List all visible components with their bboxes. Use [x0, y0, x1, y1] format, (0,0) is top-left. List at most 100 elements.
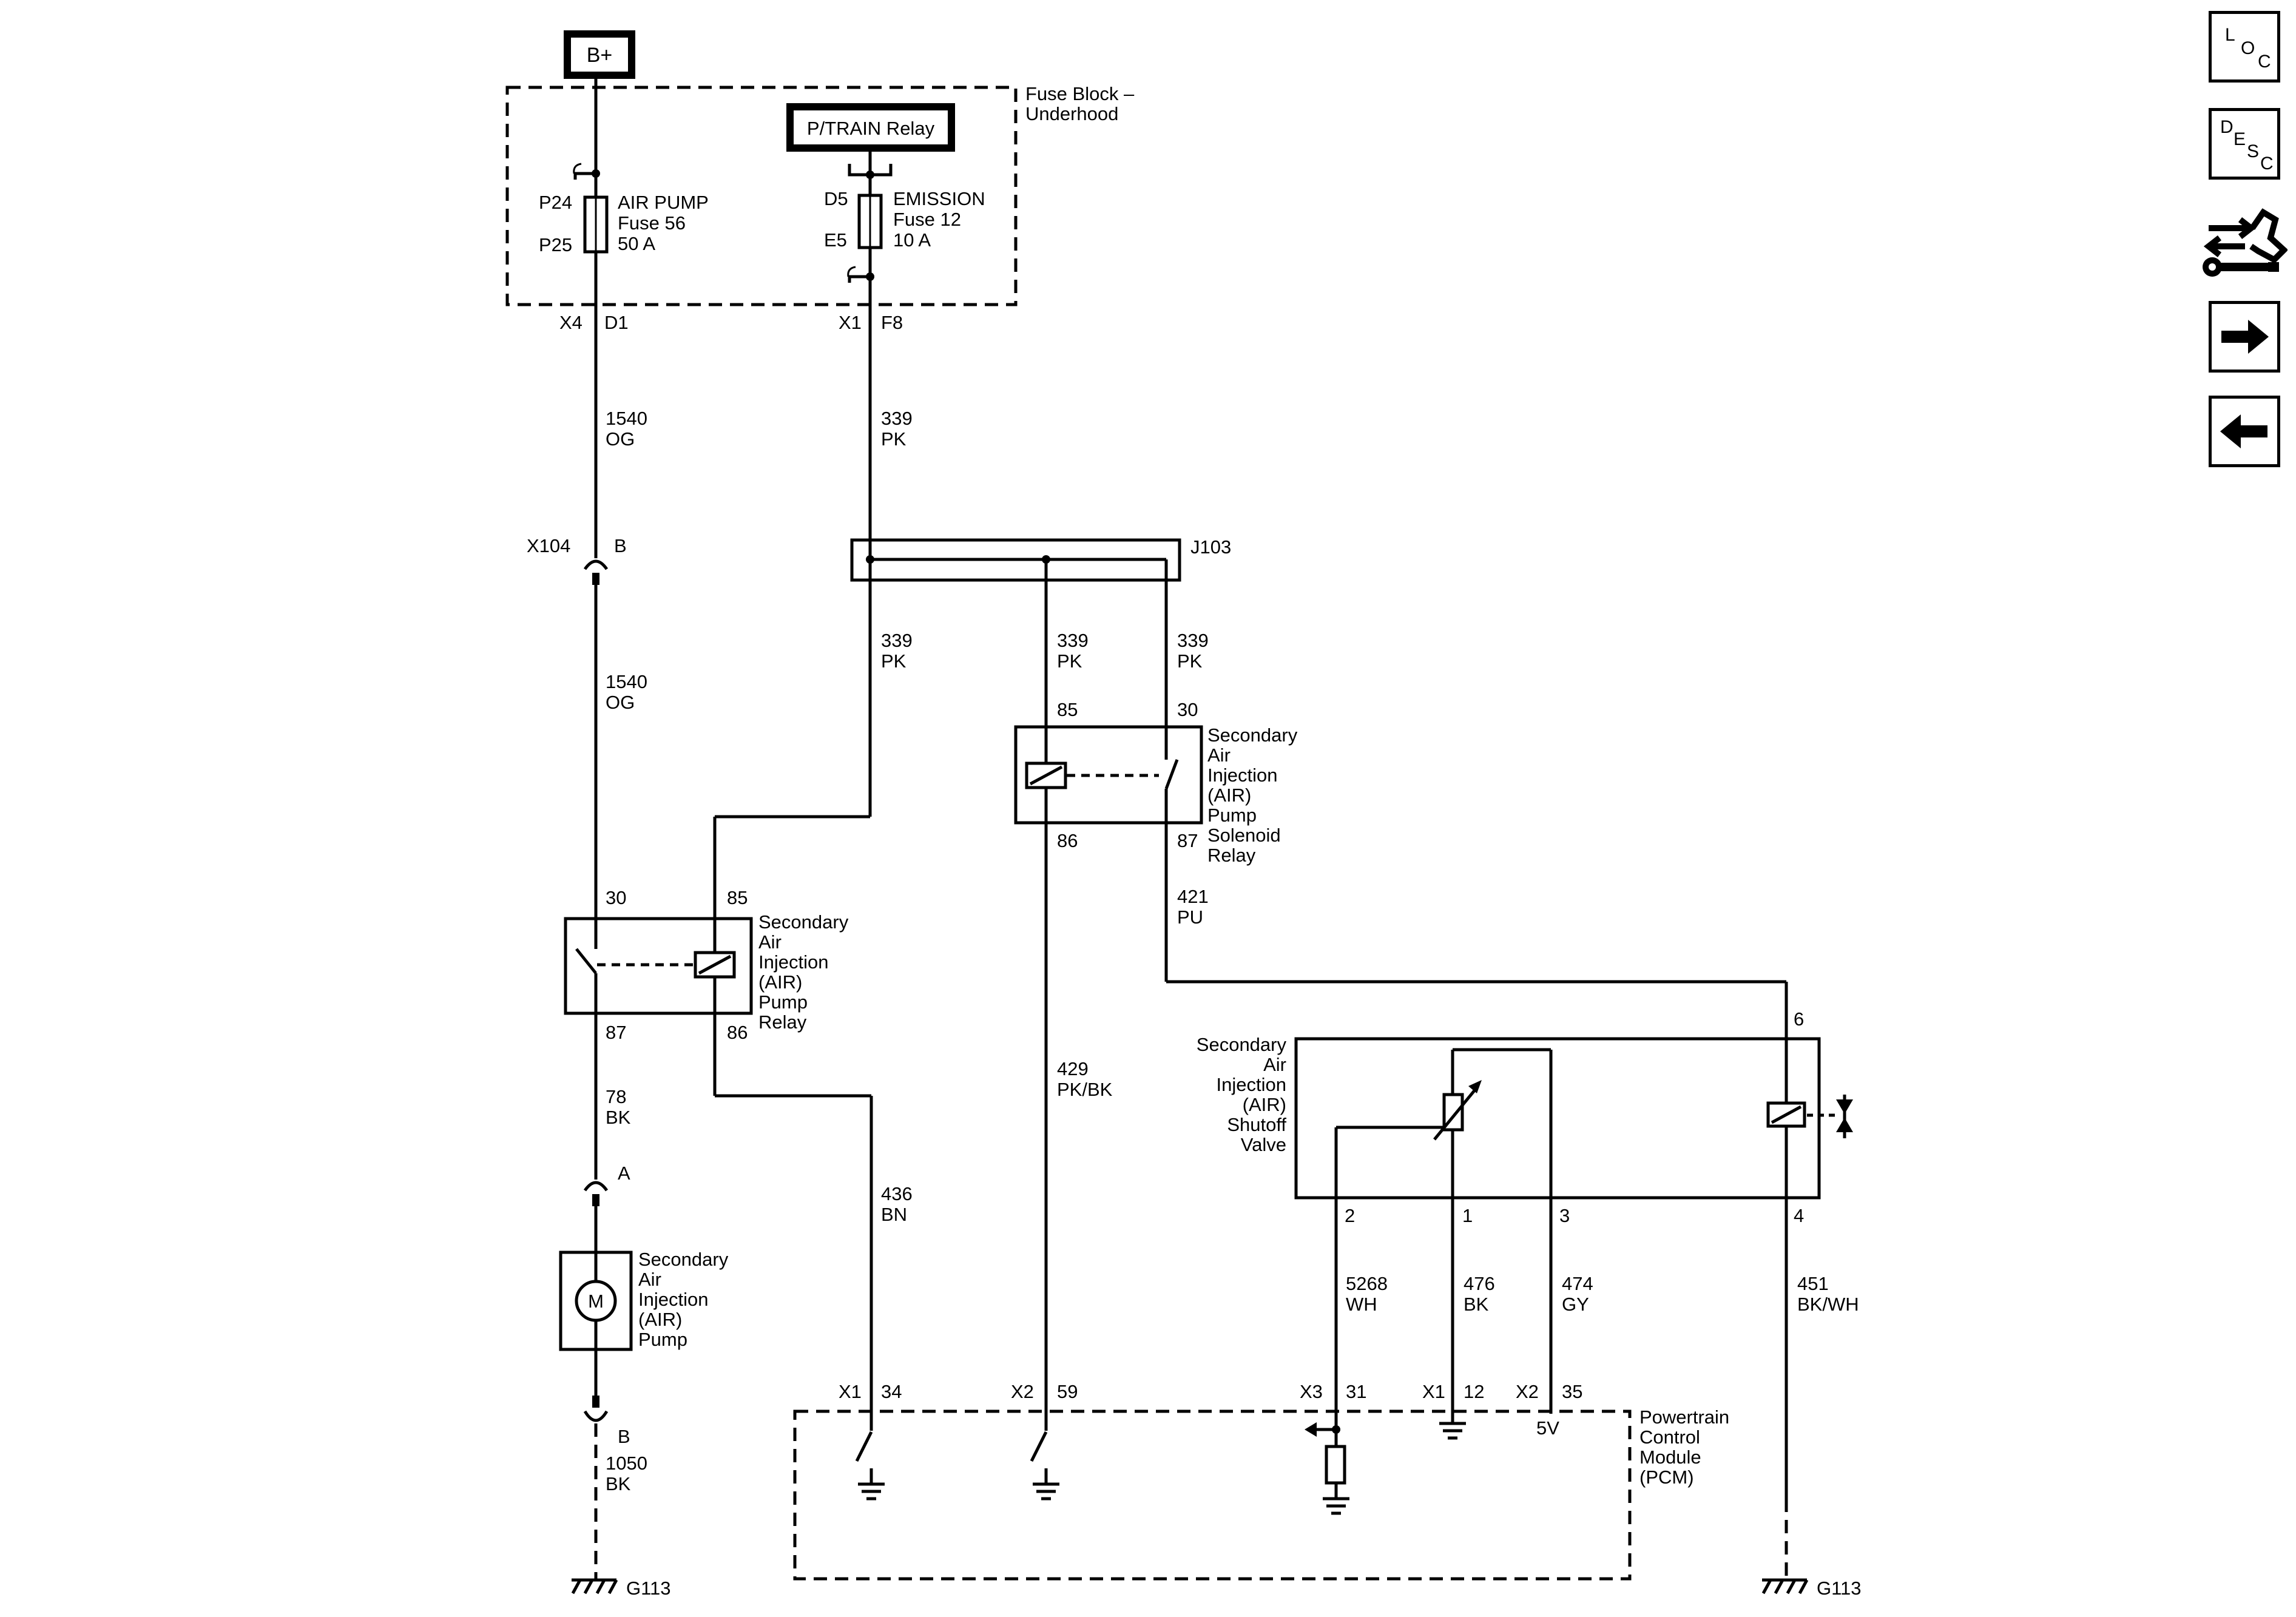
pcm-name-3: Module: [1639, 1447, 1701, 1468]
loc-letter-l: L: [2225, 25, 2235, 45]
sol-relay-pin87: 87: [1177, 830, 1198, 851]
wire-429-number: 429: [1057, 1058, 1089, 1079]
wire-1540-number-mid: 1540: [606, 671, 647, 692]
desc-letter-d: D: [2220, 117, 2234, 137]
fuse-block: Fuse Block – Underhood P24 P25 AIR PUMP …: [505, 75, 1135, 333]
wire-421-color: PU: [1177, 906, 1203, 928]
pcm-p3-connector: X3: [1300, 1381, 1323, 1402]
valve-pin1: 1: [1462, 1205, 1473, 1226]
x104-pin: B: [614, 535, 627, 556]
fuse-out2-pin: F8: [881, 312, 903, 333]
repair-tools-icon[interactable]: [2203, 204, 2289, 283]
em-fuse-pin-out: E5: [824, 229, 847, 251]
pump-connector-a: [583, 1181, 609, 1192]
pump-relay-name-5: Pump: [758, 991, 808, 1013]
pcm-5v-reference: 5V: [1536, 1417, 1559, 1439]
loc-letter-o: O: [2241, 38, 2255, 58]
sol-relay-name-3: Injection: [1207, 765, 1277, 786]
pcm-name-4: (PCM): [1639, 1467, 1694, 1488]
valve-name-4: (AIR): [1243, 1094, 1286, 1115]
splice-circuit: 339 PK J103 339 PK 339 PK 339 PK: [713, 305, 1231, 919]
pcm-p2-pin: 59: [1057, 1381, 1078, 1402]
pump-relay-name-1: Secondary: [758, 911, 849, 933]
pcm-control-wires: 436 BN 429 PK/BK: [713, 823, 1113, 1414]
air-shutoff-valve: Secondary Air Injection (AIR) Shutoff Va…: [1197, 1008, 1853, 1226]
wire-451-number: 451: [1797, 1273, 1829, 1294]
pcm-p2-connector: X2: [1011, 1381, 1034, 1402]
wire-78-number: 78: [606, 1086, 626, 1107]
fuse-out2-connector: X1: [839, 312, 862, 333]
pcm-p5-connector: X2: [1516, 1381, 1539, 1402]
previous-page-button[interactable]: [2209, 396, 2280, 467]
location-button[interactable]: L O C: [2209, 11, 2280, 83]
em-fuse-name: EMISSION: [893, 188, 985, 209]
wire-421-number: 421: [1177, 886, 1209, 907]
em-fuse-rating: 10 A: [893, 229, 931, 251]
next-page-button[interactable]: [2209, 301, 2280, 373]
splice-j103: [850, 538, 1181, 582]
valve-pin2: 2: [1345, 1205, 1355, 1226]
pcm-p1-connector: X1: [839, 1381, 862, 1402]
fuse-out1-pin: D1: [604, 312, 629, 333]
pump-connector-b: [583, 1410, 609, 1422]
wire-1540-color-mid: OG: [606, 692, 635, 713]
fuse-out1-connector: X4: [559, 312, 582, 333]
valve-name-1: Secondary: [1197, 1034, 1287, 1055]
loc-letter-c: C: [2258, 52, 2271, 72]
pcm-driver-switch-59: [1030, 1431, 1048, 1462]
wire-5268-number: 5268: [1346, 1273, 1388, 1294]
air-solenoid-relay: 85 30 86 87 Secondary Air Injection (AIR…: [1014, 699, 1788, 1039]
powertrain-control-module: Powertrain Control Module (PCM) X1 34 X2…: [793, 1381, 1729, 1581]
air-fuse-rating: 50 A: [618, 233, 655, 254]
solenoid-relay-box: [1014, 725, 1203, 825]
pcm-p4-connector: X1: [1422, 1381, 1445, 1402]
pump-name-1: Secondary: [638, 1249, 729, 1270]
pump-relay-pin30: 30: [606, 887, 626, 908]
pump-name-3: Injection: [638, 1289, 708, 1310]
pump-relay-name-6: Relay: [758, 1011, 807, 1033]
wire-451-color: BK/WH: [1797, 1294, 1859, 1315]
pcm-pulldown-resistor: [1325, 1445, 1346, 1485]
ptrain-relay-label: P/TRAIN Relay: [807, 118, 935, 139]
wire-476-number: 476: [1464, 1273, 1495, 1294]
pcm-driver-switch-34: [855, 1431, 873, 1462]
x104-connector: [583, 559, 609, 570]
wiring-schematic: B+ P/TRAIN Relay Fuse Block – Underhood …: [505, 30, 1862, 1599]
ground-g113-left-label: G113: [626, 1578, 671, 1599]
valve-feedback-wires: 5268 WH 476 BK 474 GY 451 BK/WH G113: [1334, 1198, 1862, 1599]
desc-letter-c: C: [2260, 154, 2274, 174]
wire-5268-color: WH: [1346, 1294, 1377, 1315]
wire-339-color-b: PK: [1057, 650, 1082, 672]
pump-relay-name-3: Injection: [758, 951, 828, 973]
wire-339-color-top: PK: [881, 428, 907, 450]
fuse-block-title: Fuse Block –: [1025, 83, 1135, 104]
wire-339-number-a: 339: [881, 630, 913, 651]
wire-1050-color: BK: [606, 1473, 631, 1494]
description-button[interactable]: D E S C: [2209, 108, 2280, 180]
wire-78-color: BK: [606, 1107, 631, 1128]
pump-relay-name-2: Air: [758, 931, 782, 953]
air-pump-circuit: 1540 OG X104 B 1540 OG 30 85 87 86 Secon…: [527, 305, 849, 1599]
shutoff-valve-box: [1294, 1037, 1821, 1200]
em-fuse-pin-in: D5: [824, 188, 848, 209]
pump-name-4: (AIR): [638, 1309, 682, 1330]
pcm-p3-pin: 31: [1346, 1381, 1366, 1402]
air-fuse-name: AIR PUMP: [618, 192, 709, 213]
fuse-block-subtitle: Underhood: [1025, 103, 1118, 124]
air-fuse-pin-in: P24: [539, 192, 572, 213]
sol-relay-pin30: 30: [1177, 699, 1198, 720]
em-fuse-number: Fuse 12: [893, 209, 961, 230]
arrow-right-icon: [2221, 320, 2269, 354]
air-pump-relay: [564, 917, 753, 1015]
air-fuse-pin-out: P25: [539, 234, 572, 255]
wire-339-color-a: PK: [881, 650, 907, 672]
x104-label: X104: [527, 535, 570, 556]
desc-letter-e: E: [2234, 129, 2246, 149]
sol-relay-pin86: 86: [1057, 830, 1078, 851]
battery-label: B+: [587, 44, 613, 67]
pcm-p5-pin: 35: [1562, 1381, 1582, 1402]
desc-letter-s: S: [2247, 141, 2260, 161]
sol-relay-name-5: Pump: [1207, 805, 1257, 826]
ground-g113-right-label: G113: [1817, 1578, 1862, 1599]
wire-474-number: 474: [1562, 1273, 1593, 1294]
